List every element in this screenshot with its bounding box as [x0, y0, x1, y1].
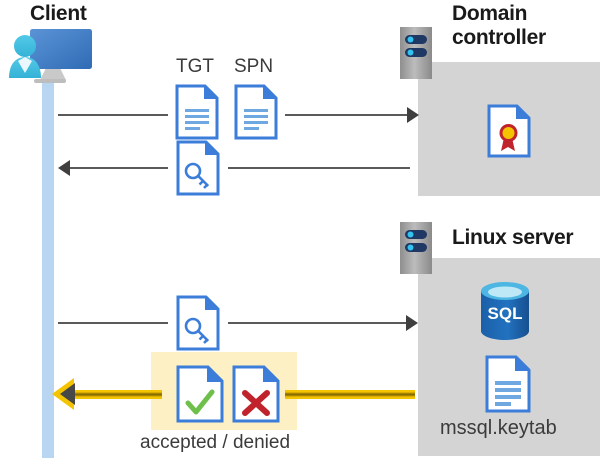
key-document-icon: [176, 295, 220, 351]
client-lifeline: [42, 76, 54, 458]
server-rack-icon: [400, 222, 432, 274]
linux-server-title: Linux server: [452, 226, 574, 249]
verdict-arrow-segment-right: [285, 390, 415, 399]
spn-label: SPN: [234, 56, 274, 77]
keytab-filename-label: mssql.keytab: [440, 417, 557, 439]
service-request-arrowhead: [406, 315, 418, 331]
domain-controller-title-line1: Domain: [452, 2, 528, 25]
service-request-line-segment-left: [58, 322, 168, 324]
response-arrowhead: [58, 160, 70, 176]
domain-controller-title: Domain controller: [452, 2, 592, 49]
certificate-document-icon: [487, 104, 531, 158]
key-document-icon: [176, 140, 220, 196]
client-title: Client: [30, 2, 87, 25]
domain-controller-title-line2: controller: [452, 25, 546, 49]
response-line-segment-right: [228, 167, 410, 169]
document-check-icon: [176, 365, 224, 423]
verdict-arrow-segment-left: [66, 390, 162, 399]
keytab-document-icon: [485, 355, 531, 413]
tgt-label: TGT: [176, 56, 214, 77]
text-document-icon: [175, 84, 219, 140]
verdict-arrowhead-inner: [60, 383, 75, 405]
response-line-segment-left: [70, 167, 168, 169]
text-document-icon: [234, 84, 278, 140]
service-request-line-segment-right: [228, 322, 408, 324]
sql-database-label: SQL: [488, 304, 523, 323]
request-line-segment-left: [58, 114, 168, 116]
document-cross-icon: [232, 365, 280, 423]
workstation-user-icon: [8, 26, 98, 88]
request-line-segment-right: [285, 114, 409, 116]
server-rack-icon: [400, 27, 432, 79]
sql-database-icon: SQL: [477, 281, 533, 341]
request-arrowhead: [407, 107, 419, 123]
verdict-caption: accepted / denied: [140, 432, 291, 453]
